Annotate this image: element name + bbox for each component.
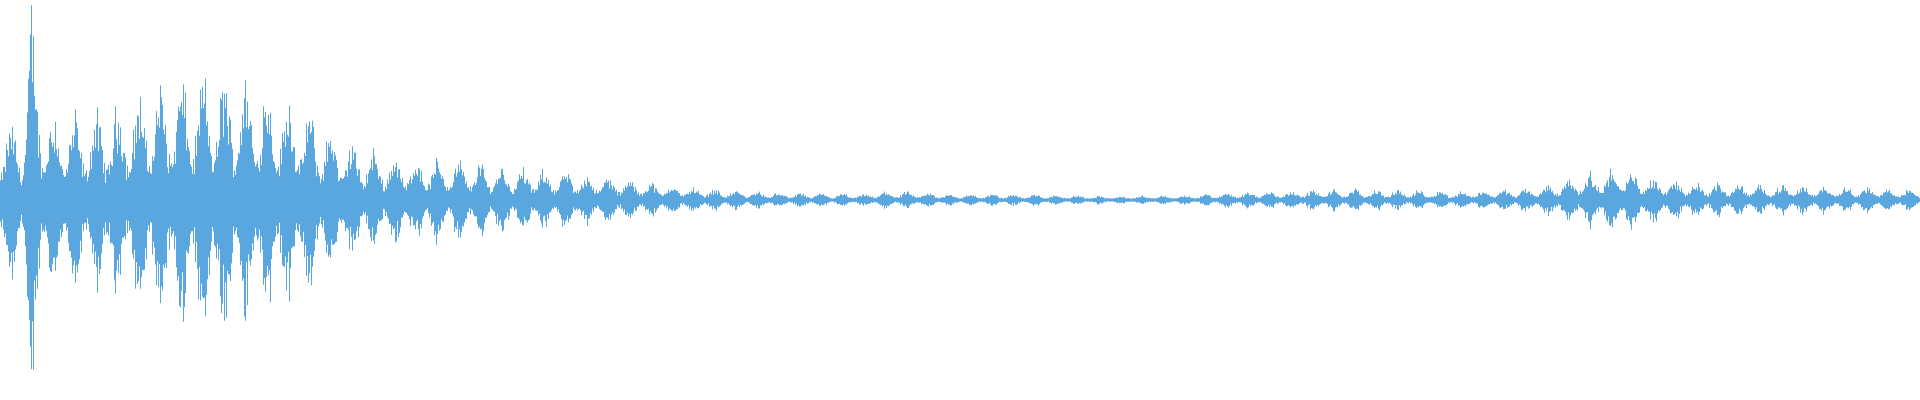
waveform-samples [0, 5, 1920, 370]
waveform-path [0, 5, 1920, 370]
